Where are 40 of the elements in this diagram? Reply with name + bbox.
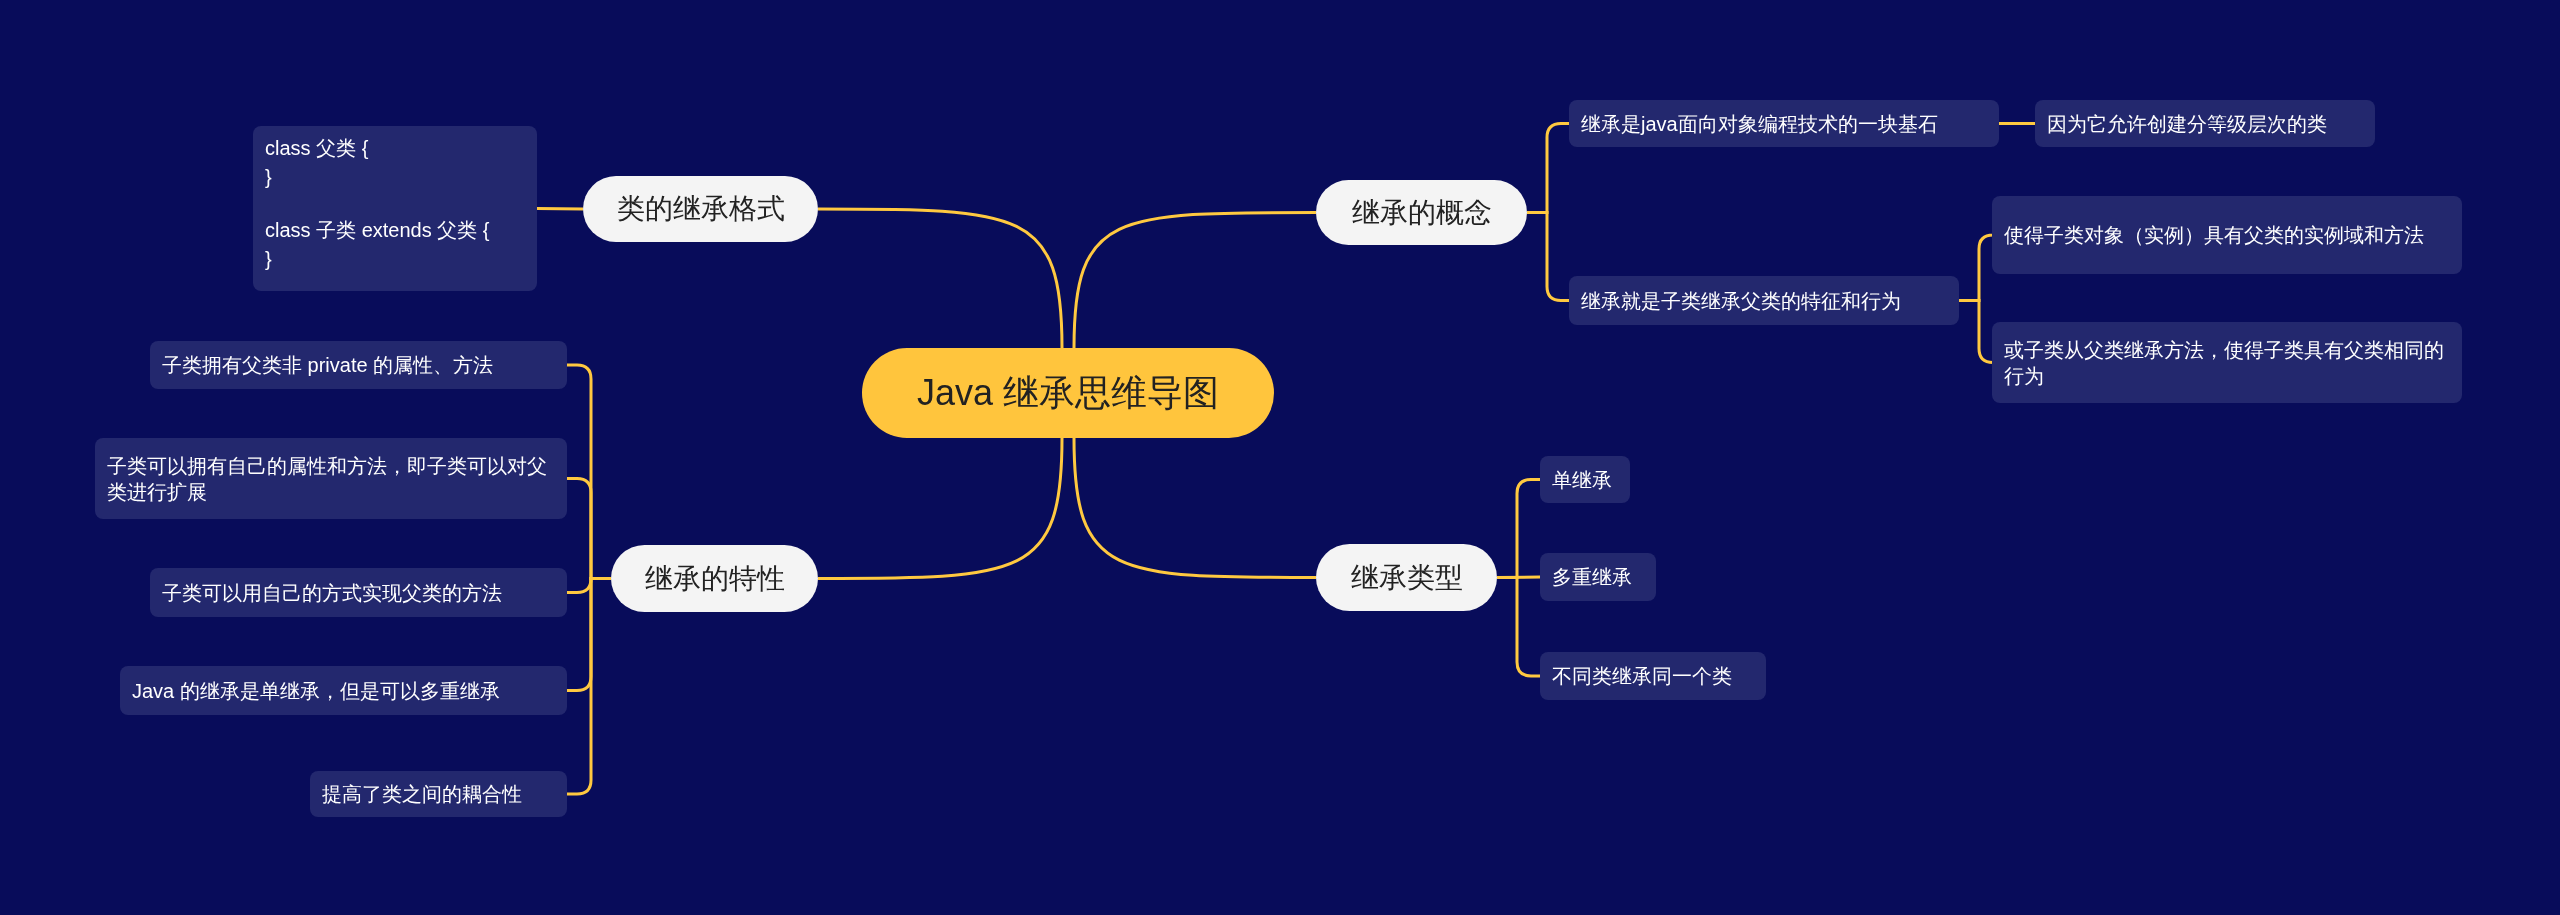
topic-label: 继承的特性 (644, 561, 785, 596)
subtopic-text: 多重继承 (1552, 565, 1633, 590)
branch-line (537, 207, 583, 211)
subtopic-box (1540, 553, 1656, 601)
subtopic-text: 使得子类对象（实例）具有父类的实例域和方法 (2004, 223, 2425, 248)
subtopic-box (120, 666, 567, 715)
topic-label: 继承的概念 (1351, 195, 1492, 230)
subtopic-box (310, 771, 567, 817)
branch-line (1072, 437, 1316, 579)
subtopic-text: 或子类从父类继承方法，使得子类具有父类相同的行为 (2004, 337, 2445, 389)
subtopic-text: 子类可以用自己的方式实现父类的方法 (162, 580, 503, 606)
subtopic-box (150, 568, 567, 617)
subtopic-text: 子类拥有父类非 private 的属性、方法 (162, 353, 495, 378)
subtopic-text: Java 的继承是单继承，但是可以多重继承 (132, 678, 501, 704)
subtopic-box (1569, 276, 1959, 325)
subtopic-text: 继承是java面向对象编程技术的一块基石 (1581, 111, 1939, 137)
topic-label: 继承类型 (1350, 560, 1463, 595)
subtopic-box (1569, 100, 1999, 147)
subtopic-box (150, 341, 567, 389)
subtopic-text: 单继承 (1552, 467, 1613, 493)
topic-label: Java 继承思维导图 (916, 371, 1219, 415)
subtopic-box (1992, 322, 2462, 403)
subtopic-box (1992, 196, 2462, 274)
branch-line (1072, 211, 1316, 349)
branch-line (818, 437, 1064, 580)
branch-line (1999, 122, 2035, 125)
topic-label: 类的继承格式 (616, 192, 785, 226)
code-card (253, 126, 537, 291)
subtopic-box (1540, 652, 1766, 700)
code-text: class 子类 extends 父类 { } (265, 218, 491, 272)
subtopic-box (1540, 456, 1630, 503)
subtopic-text: 提高了类之间的耦合性 (322, 782, 523, 807)
subtopic-box (2035, 100, 2375, 147)
subtopic-text: 子类可以拥有自己的属性和方法，即子类可以对父类进行扩展 (107, 453, 548, 505)
subtopic-text: 继承就是子类继承父类的特征和行为 (1581, 288, 1902, 314)
subtopic-box (95, 438, 567, 519)
subtopic-text: 不同类继承同一个类 (1552, 664, 1733, 689)
subtopic-text: 因为它允许创建分等级层次的类 (2047, 111, 2328, 137)
branch-line (818, 207, 1064, 349)
code-text: class 父类 { } (265, 136, 370, 190)
